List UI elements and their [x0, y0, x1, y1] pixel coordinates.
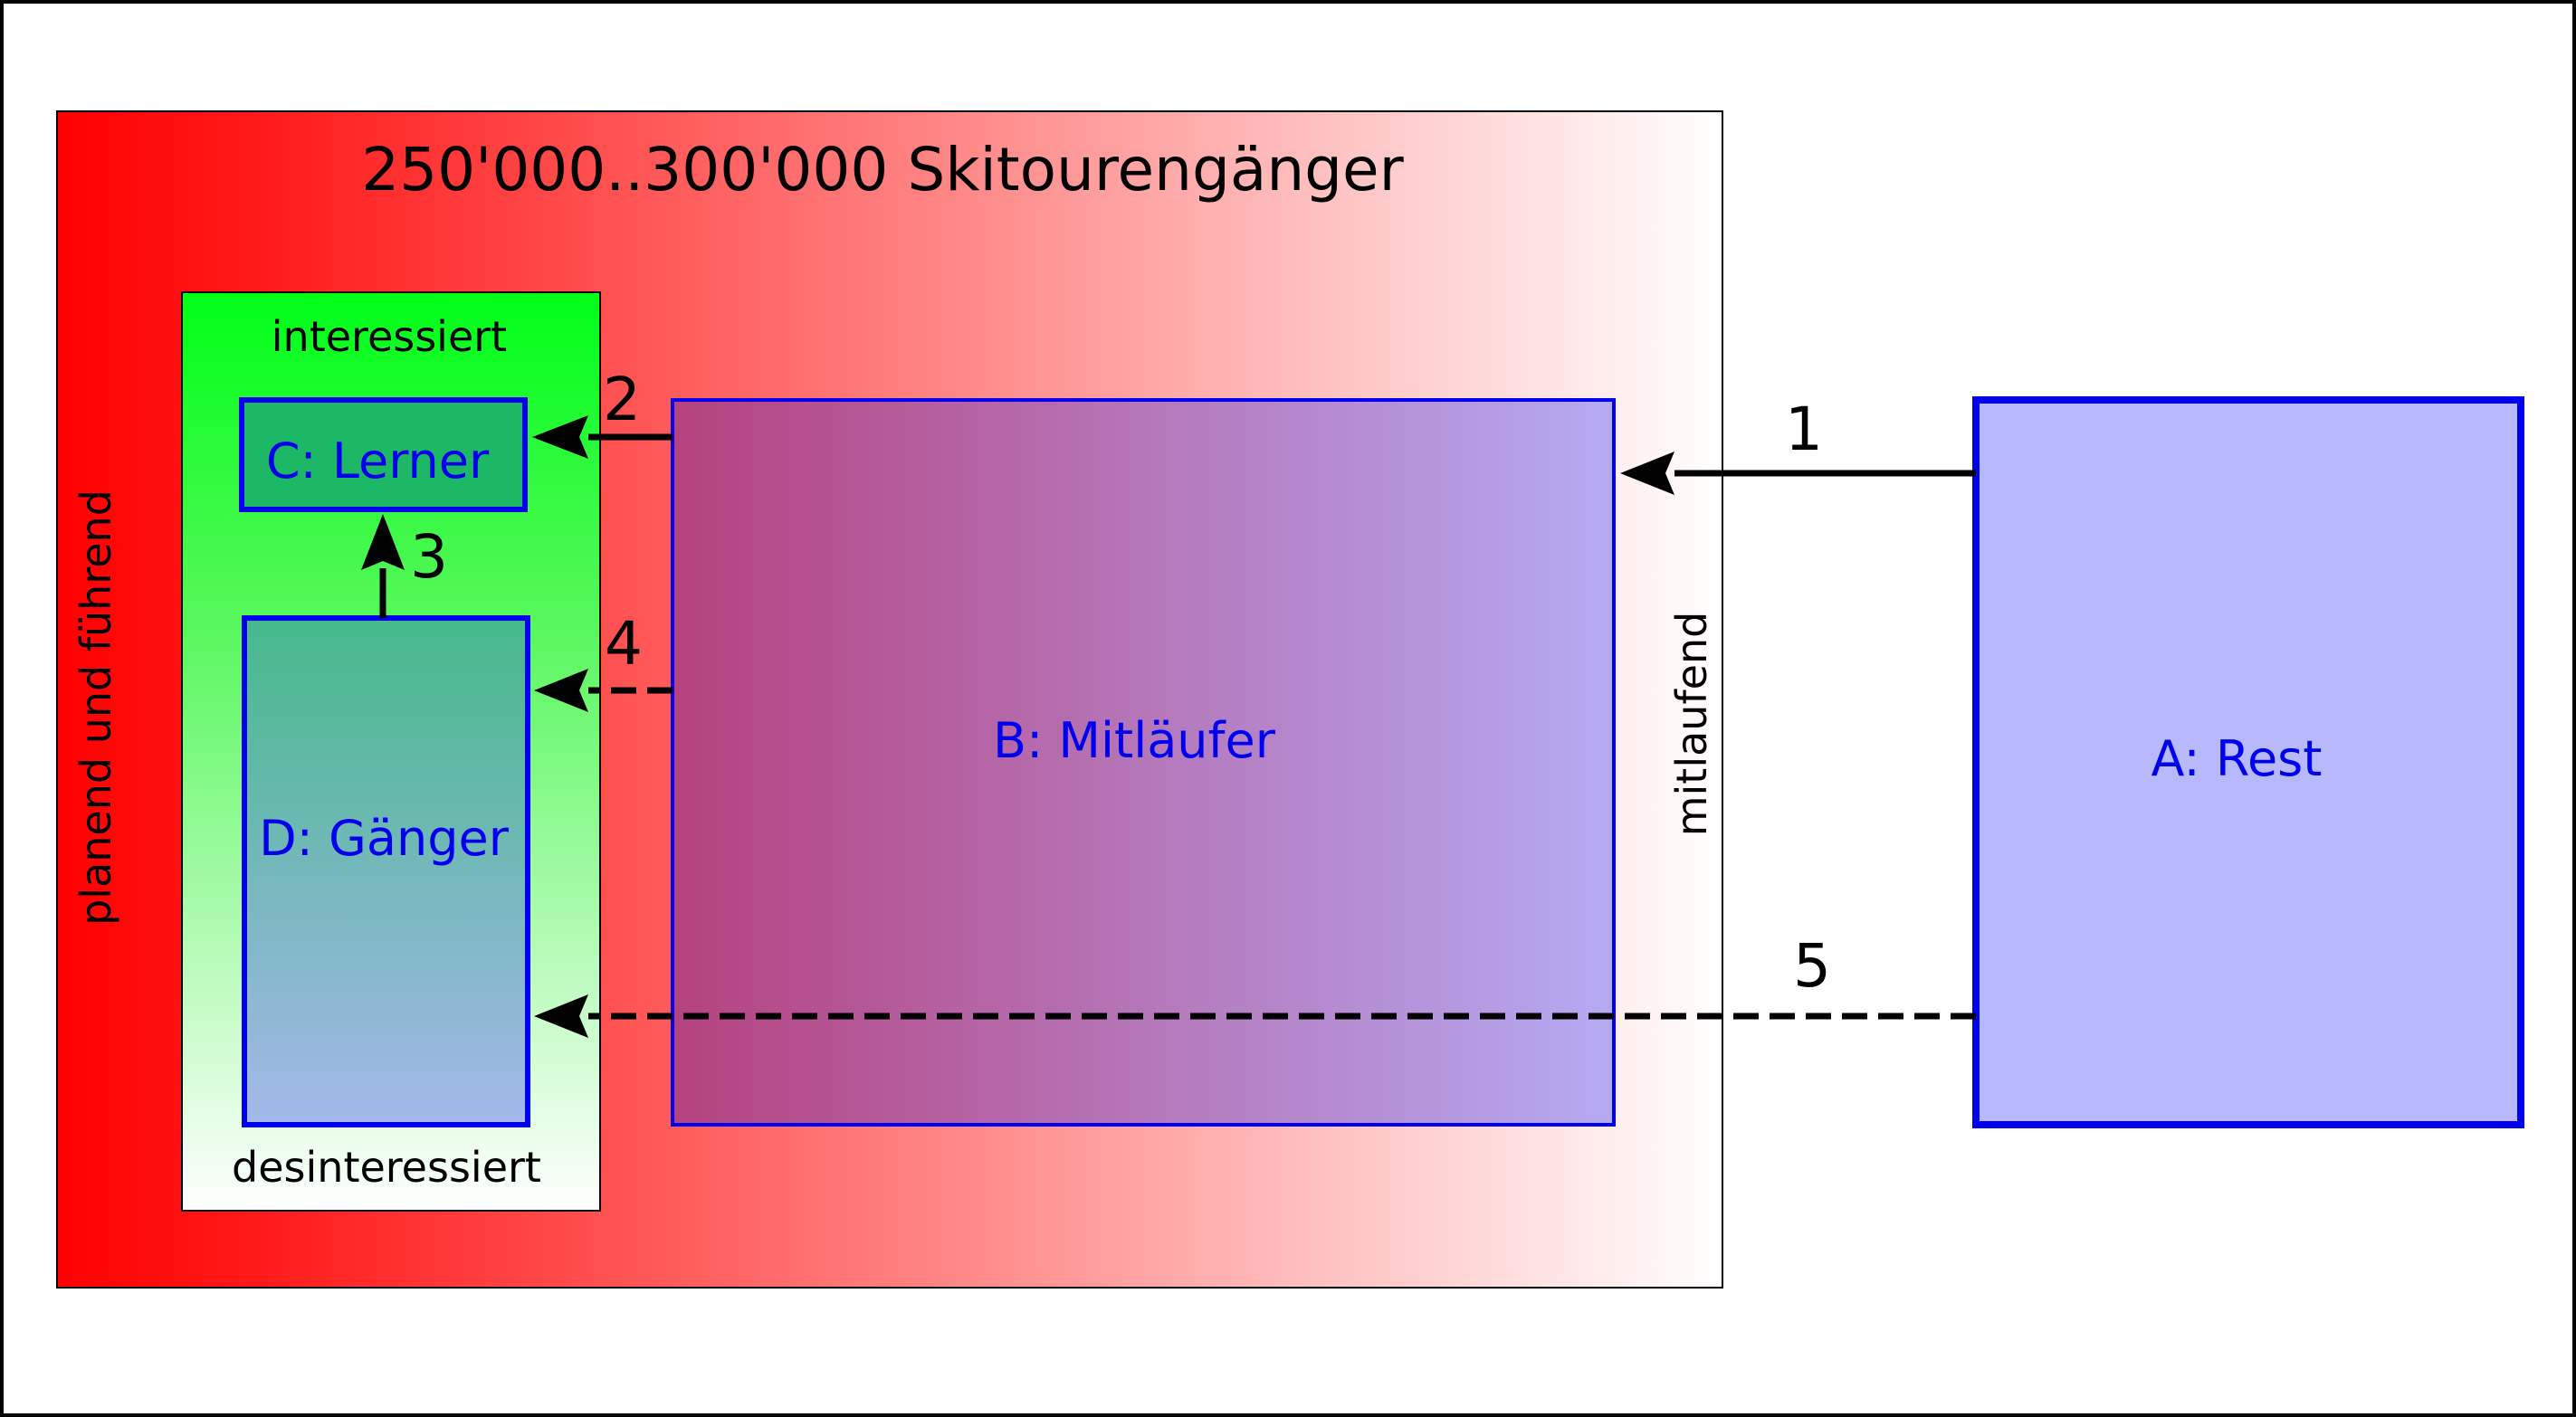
arrow-4-label: 4 — [605, 609, 643, 679]
interest-label-top: interessiert — [272, 312, 507, 361]
arrow-3-label: 3 — [410, 522, 448, 592]
box-rest — [1972, 396, 2524, 1128]
arrow-4-head — [534, 669, 588, 712]
arrow-2-head — [532, 415, 588, 459]
box-rest-label: A: Rest — [2151, 730, 2323, 787]
arrow-5-label: 5 — [1793, 931, 1831, 1001]
box-gaenger-label: D: Gänger — [259, 810, 510, 867]
arrow-1-head — [1620, 452, 1674, 495]
diagram-title: 250'000..300'000 Skitourengänger — [361, 135, 1404, 204]
box-mitlaeufer — [671, 398, 1616, 1127]
axis-label-left: planend und führend — [72, 490, 120, 926]
box-lerner — [239, 397, 528, 512]
box-mitlaeufer-label: B: Mitläufer — [993, 712, 1276, 769]
arrow-1-label: 1 — [1785, 395, 1823, 464]
arrow-3-head — [361, 514, 405, 570]
arrow-5-head — [534, 994, 588, 1038]
interest-label-bottom: desinteressiert — [232, 1143, 541, 1192]
box-gaenger — [242, 615, 530, 1127]
axis-label-right: mitlaufend — [1667, 612, 1716, 837]
box-lerner-label: C: Lerner — [266, 433, 490, 490]
arrow-2-label: 2 — [603, 365, 641, 434]
